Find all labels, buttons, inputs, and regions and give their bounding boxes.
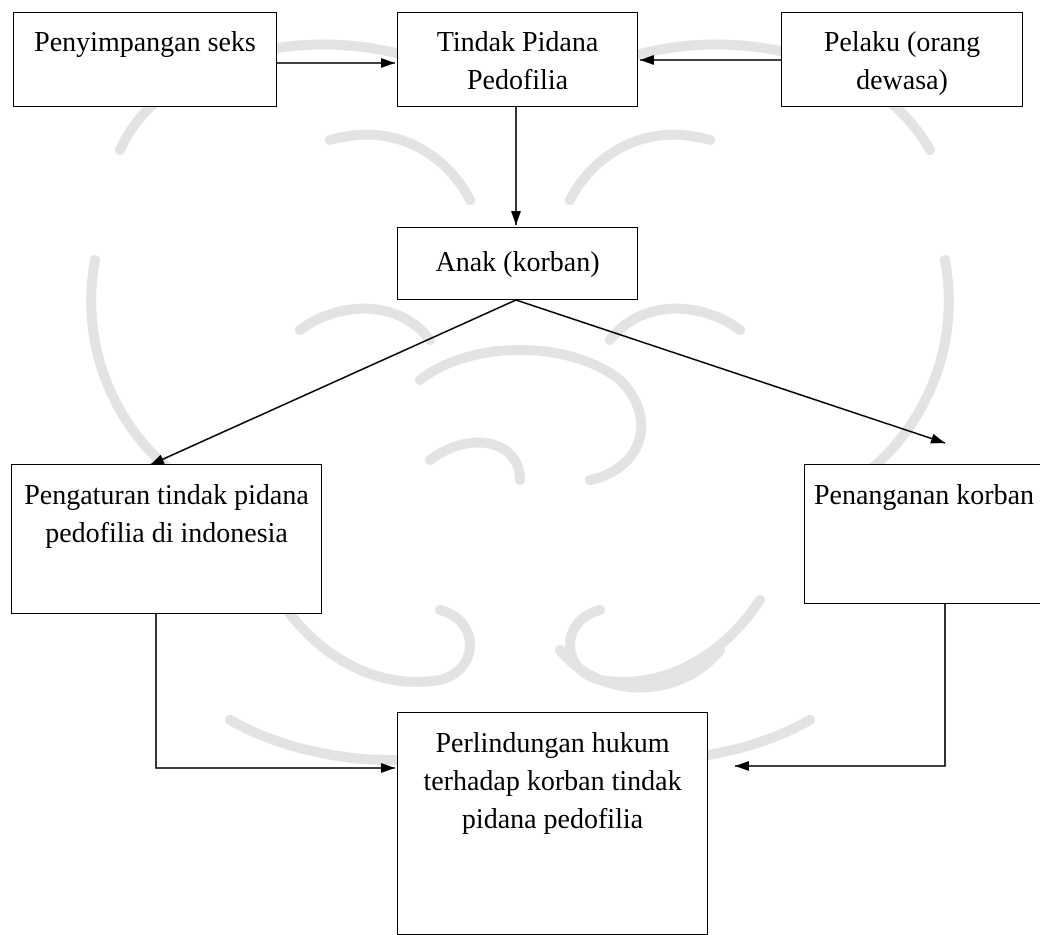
node-pelaku: Pelaku (orang dewasa) [781,12,1023,107]
arrow-anak-to-penanganan [515,299,946,444]
node-penyimpangan-seks: Penyimpangan seks [13,12,277,107]
node-label: Pengaturan tindak pidana pedofilia di in… [24,480,309,549]
node-penanganan-korban: Penanganan korban [804,464,1040,604]
node-label: Perlindungan hukum terhadap korban tinda… [423,728,682,835]
node-label: Anak (korban) [435,247,600,278]
node-anak-korban: Anak (korban) [397,227,638,300]
arrow-anak-to-pengaturan [149,299,517,466]
node-label: Penanganan korban [813,480,1035,511]
node-pengaturan: Pengaturan tindak pidana pedofilia di in… [11,464,322,614]
node-label: Penyimpangan seks [34,27,256,58]
arrow-pengaturan-to-perlindungan [155,614,395,773]
node-label: Pelaku (orang dewasa) [823,27,981,96]
node-label: Tindak Pidana Pedofilia [436,27,599,96]
arrow-penanganan-to-perlindungan [735,604,946,771]
node-perlindungan-hukum: Perlindungan hukum terhadap korban tinda… [397,712,708,935]
node-tindak-pidana-pedofilia: Tindak Pidana Pedofilia [397,12,638,107]
